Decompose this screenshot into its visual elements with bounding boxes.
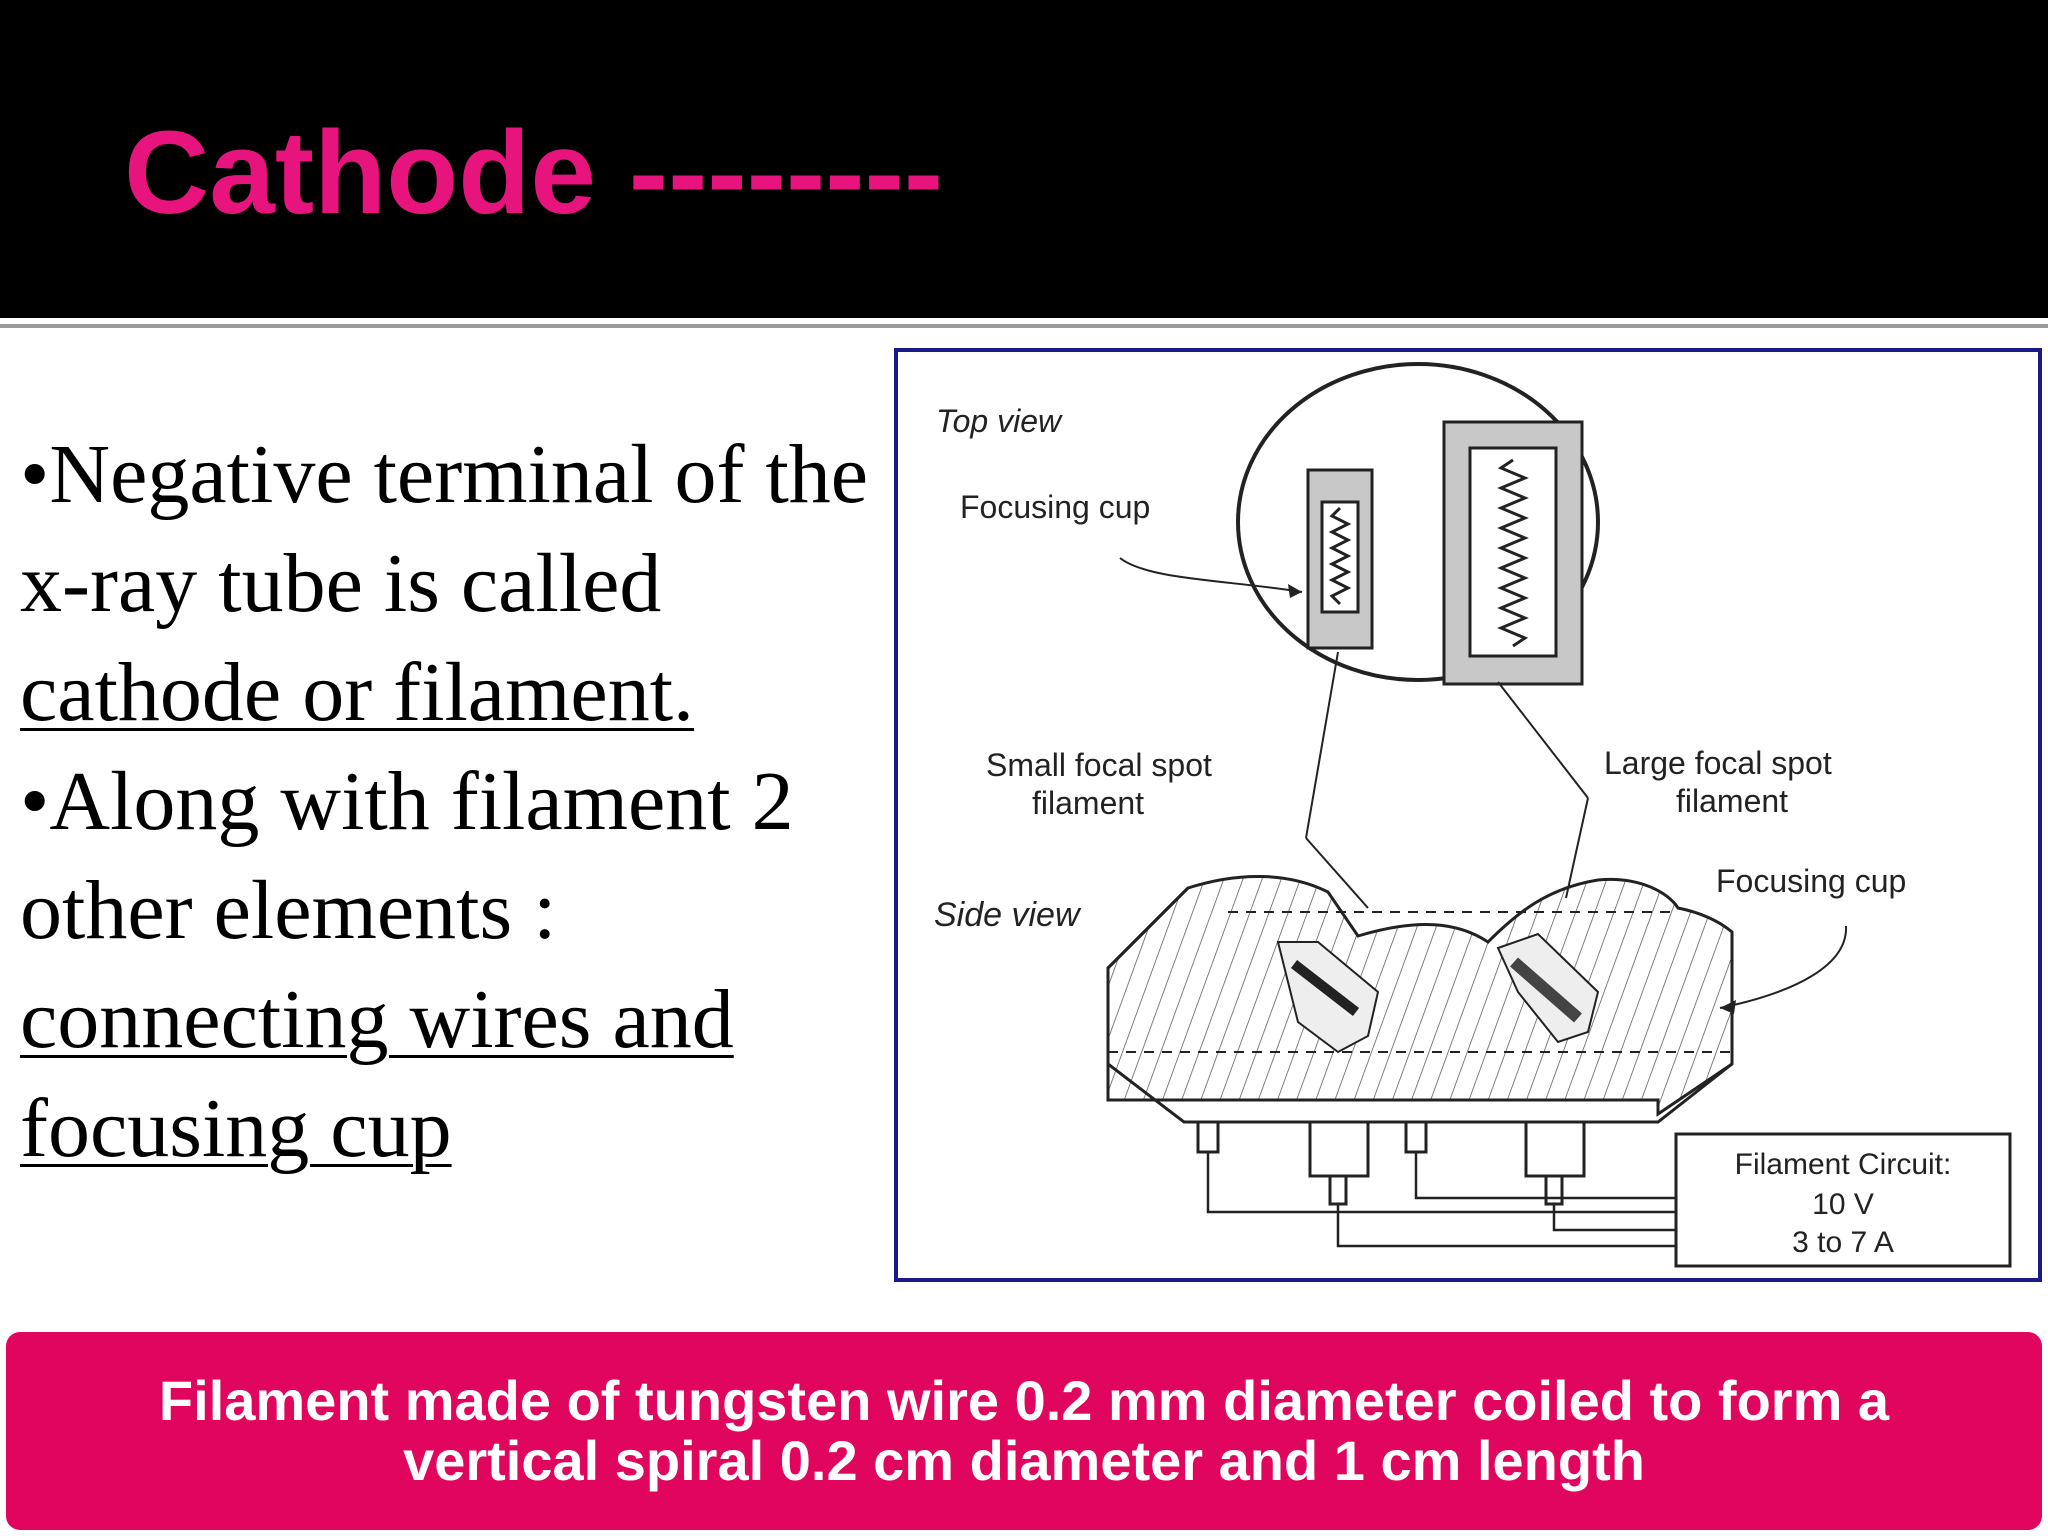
circuit-label-2: 10 V — [1812, 1188, 1874, 1221]
large-focal-label-2: filament — [1676, 783, 1788, 819]
cathode-diagram: Top view Focusing cup Small focal spot f… — [894, 348, 2042, 1282]
top-view-ellipse — [1236, 362, 1600, 682]
focusing-cup-body — [1106, 874, 1734, 1117]
top-view-label: Top view — [936, 403, 1063, 439]
bullet-list: •Negative terminal of the x-ray tube is … — [20, 420, 900, 1183]
small-focal-label-1: Small focal spot — [986, 747, 1212, 783]
summary-banner: Filament made of tungsten wire 0.2 mm di… — [6, 1332, 2042, 1530]
bullet-2-text: •Along with filament 2 other elements : — [20, 755, 794, 957]
bullet-2-underlined: connecting wires and focusing cup — [20, 973, 734, 1175]
small-filament-coil — [1328, 506, 1352, 606]
focusing-cup-side-label: Focusing cup — [1716, 863, 1906, 899]
small-cup-rect — [1306, 468, 1374, 650]
circuit-label-1: Filament Circuit: — [1735, 1148, 1952, 1181]
large-focal-label-1: Large focal spot — [1604, 745, 1832, 781]
slide-title: Cathode -------- — [124, 107, 944, 239]
bullet-1: •Negative terminal of the x-ray tube is … — [20, 420, 900, 747]
large-filament-coil — [1497, 458, 1529, 648]
slide-header: Cathode -------- — [0, 0, 2048, 318]
side-view-label: Side view — [934, 896, 1082, 934]
bullet-1-text: •Negative terminal of the x-ray tube is … — [20, 428, 869, 630]
summary-banner-text: Filament made of tungsten wire 0.2 mm di… — [158, 1369, 1890, 1492]
focusing-cup-top-label: Focusing cup — [960, 489, 1150, 525]
circuit-label-3: 3 to 7 A — [1792, 1226, 1894, 1259]
bullet-1-underlined: cathode or filament. — [20, 646, 695, 739]
header-divider — [0, 324, 2048, 328]
cathode-diagram-svg: Top view Focusing cup Small focal spot f… — [934, 362, 2012, 1268]
small-focal-label-2: filament — [1032, 785, 1144, 821]
bullet-2: •Along with filament 2 other elements : … — [20, 747, 900, 1183]
filament-circuit-box — [1674, 1132, 2012, 1268]
